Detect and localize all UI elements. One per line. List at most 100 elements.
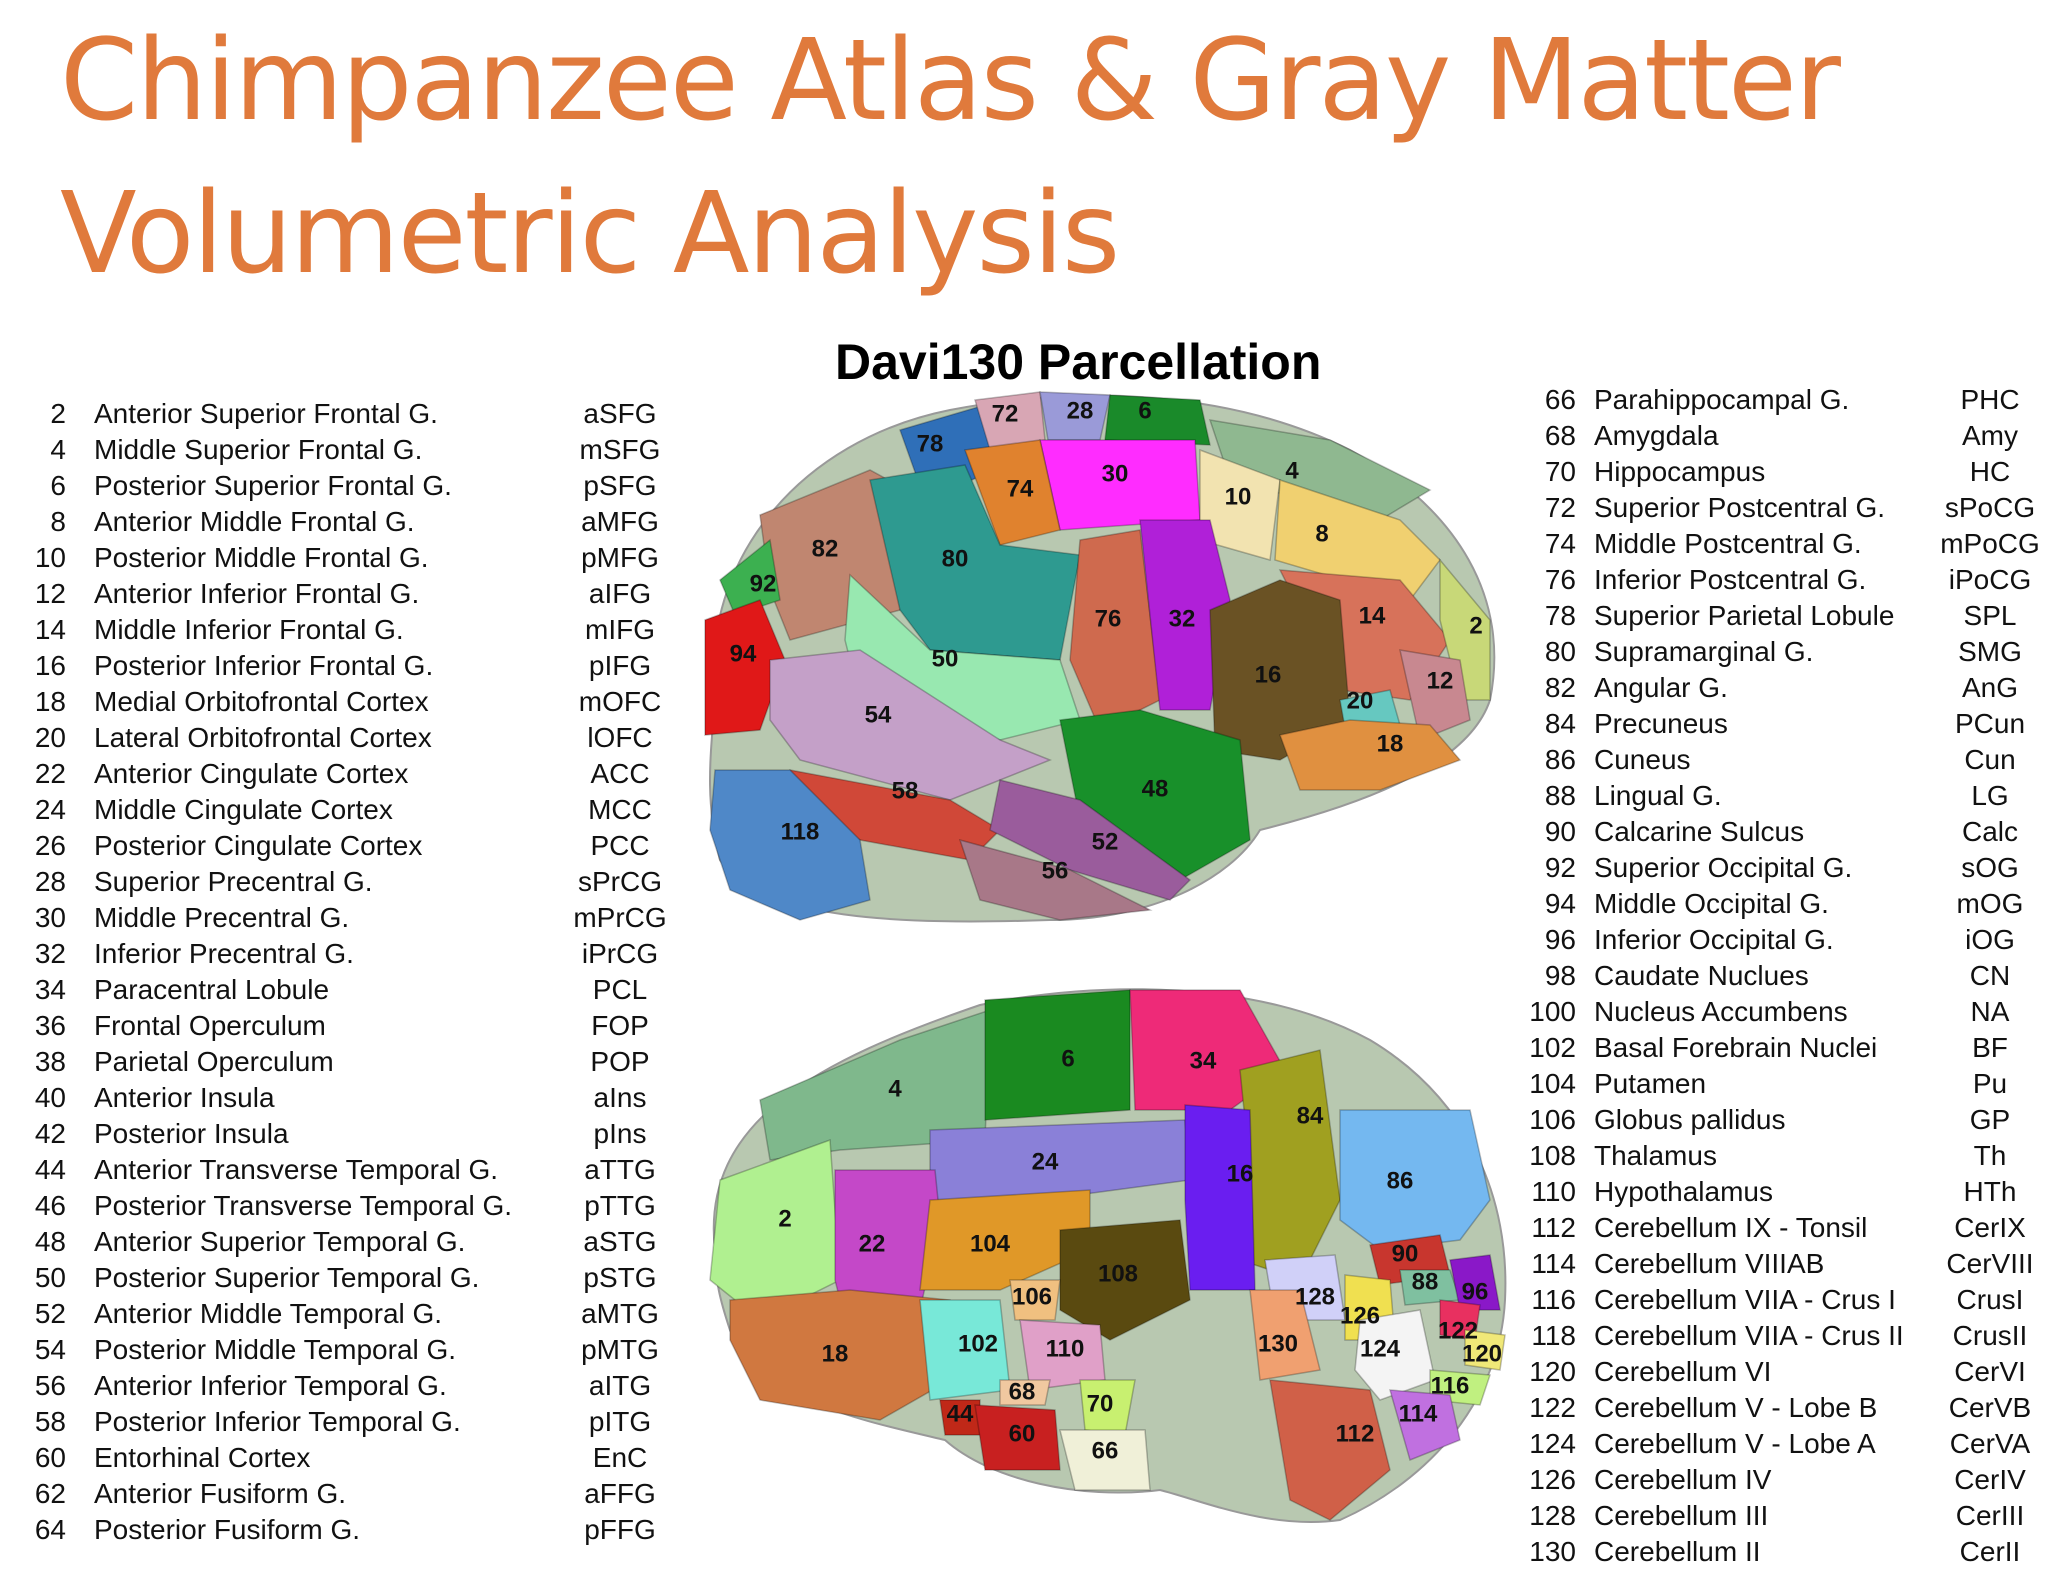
region-label: 86	[1387, 1167, 1414, 1194]
legend-number: 50	[34, 1262, 66, 1293]
region-label: 16	[1227, 1160, 1254, 1187]
legend-region-name: Cerebellum V - Lobe A	[1594, 1428, 1876, 1459]
region-label: 68	[1009, 1378, 1036, 1405]
region-label: 44	[947, 1400, 974, 1427]
legend-region-name: Anterior Inferior Temporal G.	[94, 1370, 447, 1401]
region-label: 70	[1087, 1390, 1114, 1417]
title-line-1: Chimpanzee Atlas & Gray Matter	[60, 16, 1841, 146]
title-line-2: Volumetric Analysis	[60, 169, 1120, 299]
region-label: 22	[859, 1230, 886, 1257]
brain-region	[1104, 394, 1211, 446]
legend-abbreviation: sOG	[1961, 852, 2019, 883]
legend-number: 88	[1544, 780, 1576, 811]
legend-number: 16	[34, 650, 66, 681]
brain-region	[869, 464, 1081, 661]
region-label: 126	[1340, 1302, 1380, 1329]
legend-abbreviation: EnC	[592, 1442, 648, 1473]
legend-number: 28	[34, 866, 66, 897]
region-label: 8	[1315, 520, 1328, 547]
legend-region-name: Middle Occipital G.	[1594, 888, 1829, 919]
legend-region-name: Inferior Precentral G.	[94, 938, 354, 969]
legend-abbreviation: CerIII	[1955, 1500, 2025, 1531]
legend-region-name: Caudate Nuclues	[1594, 960, 1809, 991]
legend-number: 104	[1529, 1068, 1576, 1099]
legend-region-name: Posterior Superior Frontal G.	[94, 470, 452, 501]
legend-region-name: Thalamus	[1594, 1140, 1717, 1171]
legend-abbreviation: CN	[1969, 960, 2011, 991]
legend-region-name: Basal Forebrain Nuclei	[1594, 1032, 1878, 1063]
legend-abbreviation: aSTG	[583, 1226, 657, 1257]
legend-region-name: Globus pallidus	[1594, 1104, 1786, 1135]
brain-region	[984, 989, 1131, 1121]
legend-abbreviation: ACC	[590, 758, 650, 789]
legend-number: 102	[1529, 1032, 1576, 1063]
region-label: 116	[1431, 1372, 1470, 1399]
brain-region	[719, 538, 781, 616]
legend-abbreviation: GP	[1969, 1104, 2011, 1135]
region-label: 14	[1359, 602, 1386, 629]
legend-row: 106 Globus pallidus GP	[1500, 1102, 2056, 1138]
brain-region	[919, 1189, 1091, 1291]
legend-number: 18	[34, 686, 66, 717]
legend-number: 114	[1531, 1248, 1576, 1279]
legend-region-name: Anterior Middle Frontal G.	[94, 506, 415, 537]
legend-abbreviation: AnG	[1961, 672, 2019, 703]
legend-number: 8	[50, 506, 66, 537]
legend-region-name: Amygdala	[1594, 420, 1719, 451]
legend-region-name: Superior Parietal Lobule	[1594, 600, 1895, 631]
region-label: 24	[1032, 1148, 1059, 1175]
legend-region-name: Cerebellum III	[1594, 1500, 1769, 1531]
legend-region-name: Putamen	[1594, 1068, 1707, 1099]
legend-abbreviation: Amy	[1962, 420, 2018, 451]
brain-region	[999, 1379, 1051, 1406]
legend-abbreviation: aIns	[593, 1082, 647, 1113]
legend-region-name: Anterior Middle Temporal G.	[94, 1298, 443, 1329]
legend-abbreviation: iPrCG	[581, 938, 659, 969]
legend-number: 90	[1544, 816, 1576, 847]
legend-abbreviation: sPoCG	[1944, 492, 2036, 523]
brain-region	[963, 439, 1061, 546]
legend-region-name: Cerebellum VI	[1594, 1356, 1772, 1387]
legend-number: 86	[1544, 744, 1576, 775]
region-label: 94	[730, 640, 757, 667]
legend-region-name: Cuneus	[1594, 744, 1691, 775]
legend-abbreviation: Cun	[1964, 744, 2016, 775]
brain-region	[1059, 1219, 1191, 1341]
legend-region-name: Hippocampus	[1594, 456, 1766, 487]
region-label: 84	[1297, 1102, 1324, 1129]
legend-number: 68	[1544, 420, 1576, 451]
legend-abbreviation: pITG	[588, 1406, 652, 1437]
legend-abbreviation: PCL	[592, 974, 648, 1005]
legend-number: 106	[1529, 1104, 1576, 1135]
region-label: 32	[1169, 605, 1196, 632]
legend-abbreviation: lOFC	[587, 722, 653, 753]
legend-number: 74	[1544, 528, 1576, 559]
region-label: 28	[1067, 397, 1094, 424]
region-label: 2	[1469, 612, 1482, 639]
legend-number: 32	[34, 938, 66, 969]
legend-region-name: Posterior Middle Frontal G.	[94, 542, 429, 573]
legend-number: 78	[1544, 600, 1576, 631]
legend-number: 66	[1544, 384, 1576, 415]
region-label: 56	[1042, 857, 1069, 884]
